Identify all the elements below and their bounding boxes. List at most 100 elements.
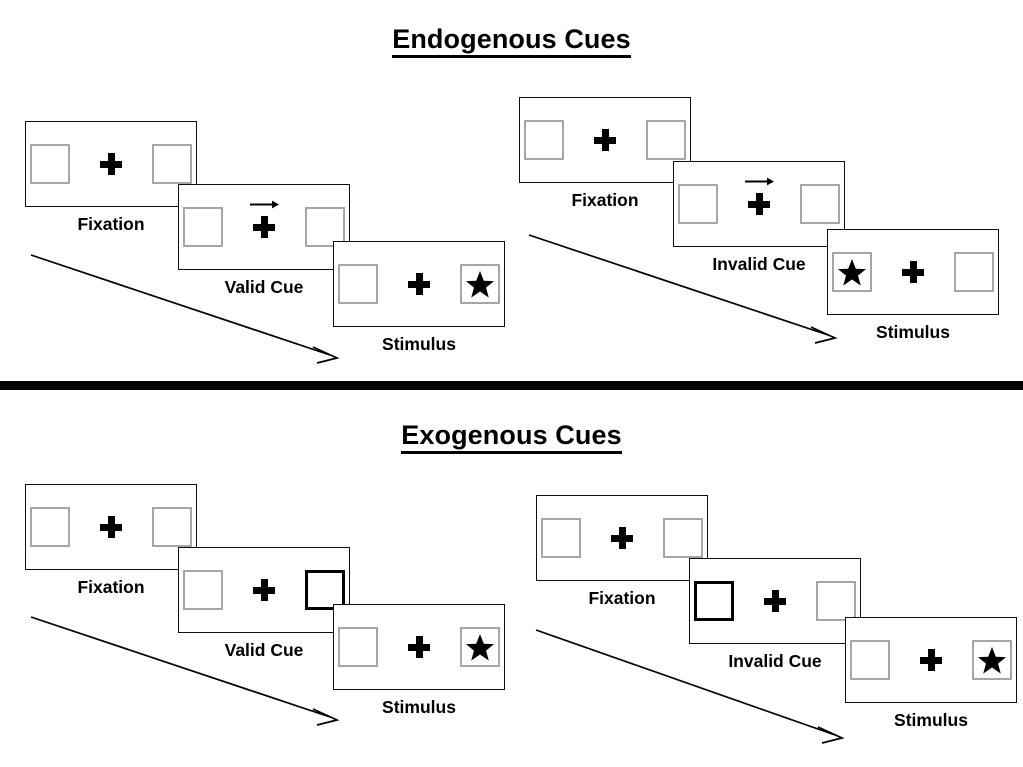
placeholder-box-left xyxy=(30,507,70,547)
caption-endogenous-valid-stimulus: Stimulus xyxy=(382,334,456,354)
frame-content xyxy=(179,548,349,632)
frame-endogenous-invalid-cue[interactable] xyxy=(673,161,845,247)
frame-exogenous-invalid-cue[interactable] xyxy=(689,558,861,644)
frame-endogenous-invalid-stimulus[interactable] xyxy=(827,229,999,315)
fixation-cross-wrap xyxy=(611,527,633,549)
fixation-cross-wrap xyxy=(408,273,430,295)
frame-content xyxy=(179,185,349,269)
placeholder-box-right xyxy=(954,252,994,292)
stimulus-slots xyxy=(541,518,703,558)
placeholder-box-left xyxy=(338,264,378,304)
star-icon xyxy=(466,270,494,298)
frame-content xyxy=(26,122,196,206)
caption-endogenous-valid-cue: Valid Cue xyxy=(224,277,304,297)
cue-box-left xyxy=(694,581,734,621)
stimulus-slots xyxy=(832,252,994,292)
frame-endogenous-invalid-fixation[interactable] xyxy=(519,97,691,183)
caption-endogenous-invalid-stimulus: Stimulus xyxy=(876,322,950,342)
placeholder-box-left xyxy=(524,120,564,160)
fixation-cross-wrap xyxy=(100,153,122,175)
slot-gap xyxy=(734,601,764,602)
slot-gap xyxy=(786,601,816,602)
placeholder-box-right xyxy=(972,640,1012,680)
placeholder-box-right xyxy=(152,507,192,547)
caption-exogenous-valid-fixation: Fixation xyxy=(77,577,145,597)
plus-cross-icon xyxy=(408,273,430,295)
placeholder-box-right xyxy=(460,627,500,667)
frame-endogenous-valid-fixation[interactable] xyxy=(25,121,197,207)
stimulus-slots xyxy=(694,581,856,621)
fixation-cross-wrap xyxy=(764,590,786,612)
plus-cross-icon xyxy=(902,261,924,283)
placeholder-box-right xyxy=(663,518,703,558)
slot-gap xyxy=(872,272,902,273)
stimulus-slots xyxy=(678,177,840,224)
section-exogenous: Exogenous Cues Fixation xyxy=(0,395,1023,767)
frame-exogenous-invalid-stimulus[interactable] xyxy=(845,617,1017,703)
section-divider xyxy=(0,381,1023,390)
frame-endogenous-valid-stimulus[interactable] xyxy=(333,241,505,327)
frame-content xyxy=(334,242,504,326)
slot-gap xyxy=(378,284,408,285)
plus-cross-icon xyxy=(100,516,122,538)
frame-content xyxy=(846,618,1016,702)
frame-exogenous-invalid-fixation[interactable] xyxy=(536,495,708,581)
stimulus-slots xyxy=(850,640,1012,680)
placeholder-box-right xyxy=(800,184,840,224)
slot-gap xyxy=(924,272,954,273)
fixation-cross-wrap xyxy=(250,200,279,238)
slot-gap xyxy=(633,538,663,539)
fixation-cross-wrap xyxy=(253,579,275,601)
stimulus-slots xyxy=(183,200,345,247)
caption-exogenous-invalid-fixation: Fixation xyxy=(588,588,656,608)
section-title-endogenous-text: Endogenous Cues xyxy=(392,24,631,58)
cue-box-right xyxy=(305,570,345,610)
star-icon xyxy=(838,258,866,286)
frame-exogenous-valid-stimulus[interactable] xyxy=(333,604,505,690)
caption-exogenous-invalid-stimulus: Stimulus xyxy=(894,710,968,730)
frame-content xyxy=(520,98,690,182)
slot-gap xyxy=(70,527,100,528)
placeholder-box-right xyxy=(305,207,345,247)
fixation-cross-wrap xyxy=(408,636,430,658)
star-icon xyxy=(978,646,1006,674)
stimulus-slots xyxy=(183,570,345,610)
frame-content xyxy=(828,230,998,314)
plus-cross-icon xyxy=(748,193,770,215)
frame-exogenous-valid-cue[interactable] xyxy=(178,547,350,633)
frame-content xyxy=(690,559,860,643)
fixation-cross-wrap xyxy=(902,261,924,283)
frame-content xyxy=(26,485,196,569)
caption-endogenous-invalid-cue: Invalid Cue xyxy=(712,254,806,274)
plus-cross-icon xyxy=(920,649,942,671)
placeholder-box-right xyxy=(816,581,856,621)
caption-exogenous-valid-stimulus: Stimulus xyxy=(382,697,456,717)
stimulus-slots xyxy=(338,627,500,667)
placeholder-box-left xyxy=(541,518,581,558)
frame-exogenous-valid-fixation[interactable] xyxy=(25,484,197,570)
section-title-exogenous-text: Exogenous Cues xyxy=(401,420,622,454)
caption-exogenous-invalid-cue: Invalid Cue xyxy=(728,651,822,671)
fixation-cross-wrap xyxy=(745,177,774,215)
frame-endogenous-valid-cue[interactable] xyxy=(178,184,350,270)
arrow-right-icon xyxy=(745,177,774,186)
slot-gap xyxy=(378,647,408,648)
slot-gap xyxy=(122,164,152,165)
placeholder-box-left xyxy=(30,144,70,184)
slot-gap xyxy=(223,590,253,591)
placeholder-box-left xyxy=(183,570,223,610)
slot-gap xyxy=(430,647,460,648)
stimulus-slots xyxy=(30,144,192,184)
placeholder-box-left xyxy=(678,184,718,224)
frame-content xyxy=(334,605,504,689)
slot-gap xyxy=(430,284,460,285)
plus-cross-icon xyxy=(611,527,633,549)
slot-gap xyxy=(942,660,972,661)
stimulus-slots xyxy=(30,507,192,547)
slot-gap xyxy=(718,204,748,205)
star-icon xyxy=(466,633,494,661)
stimulus-slots xyxy=(338,264,500,304)
slot-gap xyxy=(890,660,920,661)
slot-gap xyxy=(275,227,305,228)
slot-gap xyxy=(223,227,253,228)
